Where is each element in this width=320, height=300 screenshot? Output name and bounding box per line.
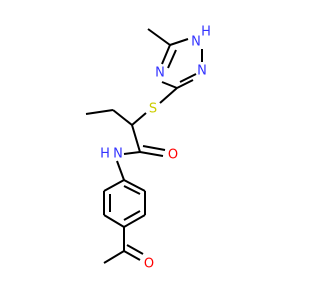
bond-acetyl-methyl <box>103 250 125 264</box>
bond-c5-n4-double <box>167 49 177 69</box>
bond-carbonyl-n <box>123 151 141 155</box>
atom-n-triazole-2: N <box>197 64 207 79</box>
bond-c5-n1 <box>169 38 189 46</box>
bond-ring-1-2 <box>103 179 125 192</box>
bond-n-ring <box>116 160 125 181</box>
bond-methyl-c5 <box>147 28 171 46</box>
bond-acetyl-o <box>123 250 141 261</box>
atom-o-acetyl: O <box>144 257 154 272</box>
bond-ch2-ch3 <box>85 109 114 115</box>
atom-n-amide: N <box>113 147 123 162</box>
bond-n4-c3 <box>161 81 178 89</box>
bond-ring-3-4 <box>103 214 125 228</box>
bond-ring-4-5-inner <box>123 210 141 221</box>
bond-n2-c3-double <box>179 73 197 83</box>
atom-h-amide: H <box>100 147 110 162</box>
bonds <box>85 28 203 264</box>
bond-carbonyl-o <box>139 151 164 157</box>
bond-n2-c3 <box>176 79 194 89</box>
bond-ch-carbonyl <box>131 124 141 153</box>
molecule-canvas: N H N N S H N O O <box>85 24 211 272</box>
bond-c5-n4 <box>161 44 171 65</box>
bond-acetyl-o-double <box>126 244 144 255</box>
bond-s-ch <box>131 112 147 126</box>
atom-labels: N H N N S H N O O <box>100 25 211 272</box>
bond-c3-s <box>159 87 178 104</box>
atom-n-triazole-4: N <box>155 66 165 81</box>
bond-carbonyl-o-double <box>142 145 166 151</box>
bond-ring-6-1 <box>123 179 146 192</box>
atom-o-amide: O <box>168 148 178 163</box>
bond-ch-ch2 <box>112 109 133 126</box>
atom-s-thioether: S <box>149 102 157 117</box>
atom-n-triazole-1: N <box>191 35 201 50</box>
bond-ring-4-5 <box>123 214 146 228</box>
atom-h-triazole: H <box>201 25 211 40</box>
molecule-structure: N H N N S H N O O <box>85 25 211 272</box>
bond-ring-6-1-inner <box>123 185 141 195</box>
